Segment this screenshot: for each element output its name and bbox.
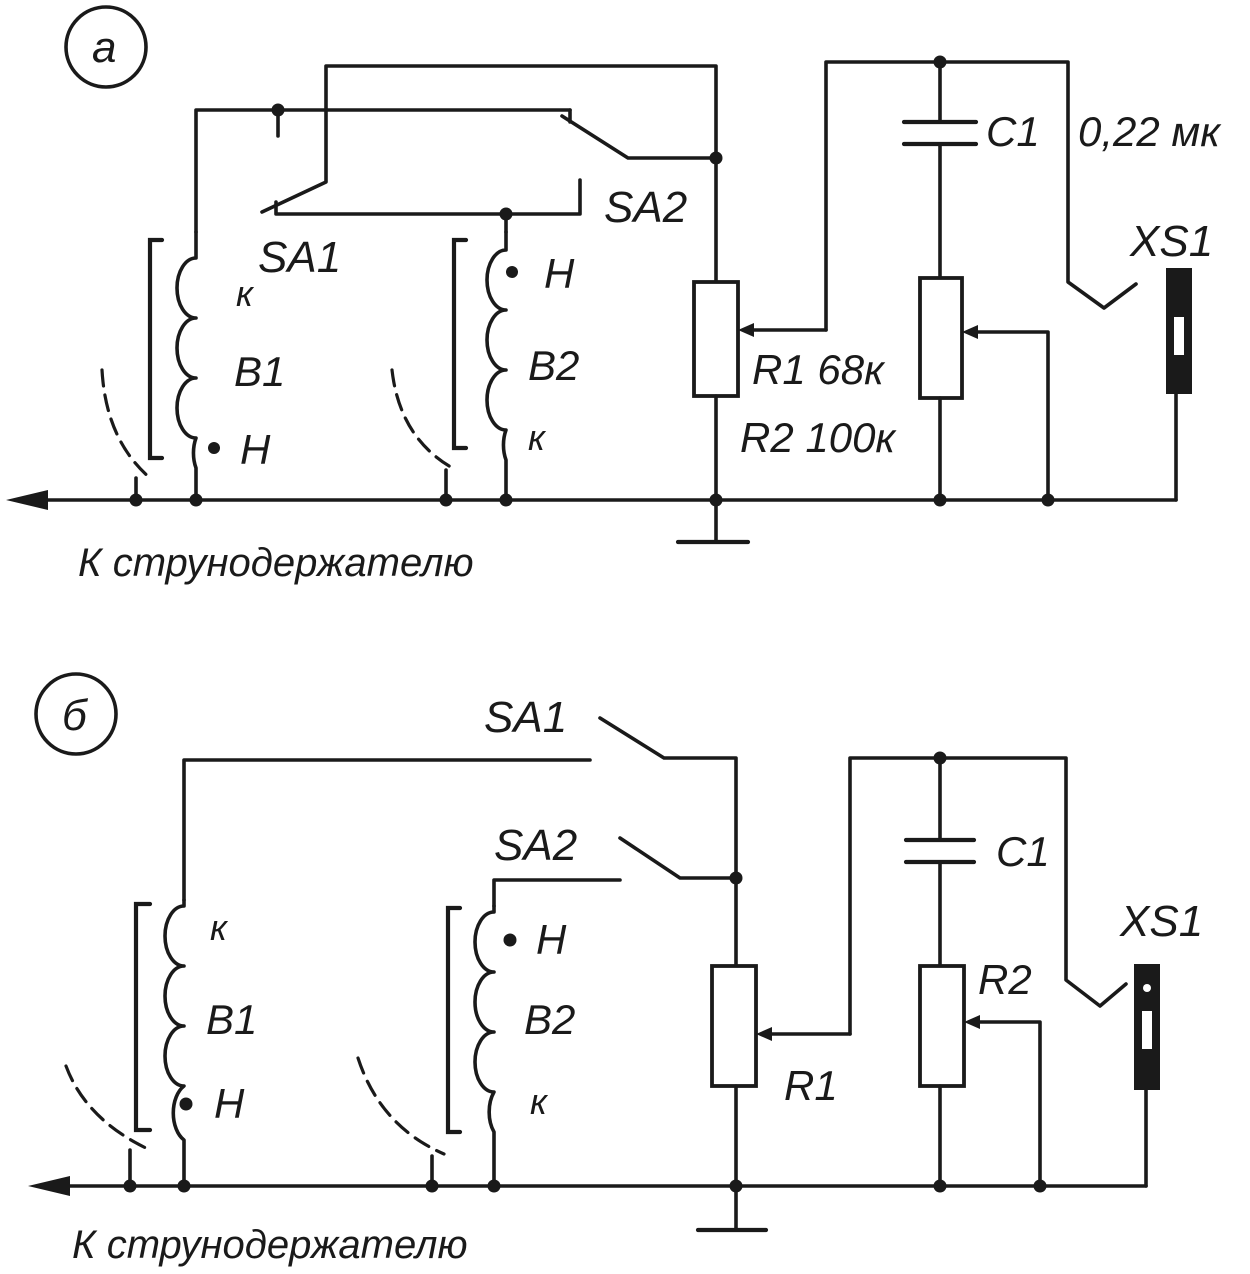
panel-a-b1: B1 [234,348,285,395]
panel-a-node-r2 [933,493,947,507]
panel-b-b2-bracket [445,905,463,1135]
panel-a-sa2: SA2 [604,183,687,232]
panel-b-r2-wiper-arrow [964,1015,980,1029]
panel-a-node-bus-2 [189,493,203,507]
panel-b-sa1-wire-left [182,758,592,902]
panel-b-xs1-slot [1140,1009,1154,1051]
panel-a-r1 [692,280,740,398]
panel-b-sa1: SA1 [484,693,567,742]
panel-b-caption: К струнодержателю [72,1223,468,1267]
panel-a-node-ground [709,493,723,507]
panel-a-b1-bottom: Н [240,426,271,473]
panel-a-marker-circle [64,5,148,89]
panel-a: а к B1 Н Н B2 к [6,5,1222,585]
panel-a-sa1-lever [260,64,718,284]
panel-a-r2 [918,276,964,400]
panel-b-b2-coil [473,904,496,1188]
panel-a-b2-dot [506,266,518,278]
panel-a-b1-top: к [236,273,255,314]
panel-a-r2-wiper-arrow [962,325,978,339]
panel-b-sa2-lever [618,836,738,880]
panel-a-r2-wiper [974,330,1050,502]
panel-a-node-r2-wiper [1041,493,1055,507]
panel-a-b2-screen-arc [390,368,458,472]
panel-b-node-r2-wiper [1033,1179,1047,1193]
panel-b-b1-coil [163,898,186,1188]
panel-a-c1: C1 [986,108,1040,155]
panel-b-b1-screen-arc [64,1064,152,1152]
panel-a-node-sa2 [709,151,723,165]
panel-a-b2-bracket [451,237,469,451]
panel-b-xs1: XS1 [1119,897,1203,946]
panel-b-node-bus-3 [425,1179,439,1193]
panel-a-node-bus-3 [439,493,453,507]
panel-a-b1-dot [208,442,220,454]
panel-b-arrow [28,1176,70,1196]
panel-a-b1-top-wire [194,108,572,234]
panel-b-r2-wiper [976,1020,1042,1188]
panel-a-sa1: SA1 [258,233,341,282]
panel-a-node-bus-4 [499,493,513,507]
panel-b-b2-bottom: к [530,1081,549,1122]
panel-a-sa2-lever [560,114,718,160]
panel-b-r2-label: R2 [978,956,1032,1003]
panel-b-b1: B1 [206,996,257,1043]
panel-a-r1-wiper-arrow [738,323,754,337]
panel-b-marker: б [62,691,89,740]
panel-a-marker: а [92,23,116,72]
panel-a-b2-coil [485,230,508,502]
panel-b-sa2-wire-left [492,878,622,908]
panel-a-b2-bottom: к [528,417,547,458]
panel-b: б SA1 SA2 к B1 Н Н B2 к [28,672,1203,1267]
panel-b-b2-dot [503,933,517,947]
panel-b-c1: C1 [996,828,1050,875]
panel-a-r1: R1 68к [752,346,886,393]
panel-b-b2-top: Н [536,916,567,963]
panel-b-r1 [710,964,758,1088]
panel-b-sa2: SA2 [494,821,577,870]
panel-b-b1-bottom: Н [214,1080,245,1127]
panel-a-b1-coil [175,230,198,502]
panel-b-b1-dot [179,1097,193,1111]
panel-b-r1-label: R1 [784,1062,838,1109]
panel-b-r1-wiper-wire [848,756,1128,1036]
panel-a-node-b2 [499,207,513,221]
panel-a-xs1-slot [1172,315,1186,357]
panel-b-node-bus-4 [487,1179,501,1193]
panel-b-r2 [918,964,966,1088]
panel-b-node-bus-1 [123,1179,137,1193]
panel-a-arrow [6,490,48,510]
panel-b-node-bus-2 [177,1179,191,1193]
panel-a-xs1: XS1 [1129,217,1213,266]
panel-b-marker-circle [34,672,118,756]
panel-b-b1-top: к [210,907,229,948]
panel-a-r2: R2 100к [740,414,897,461]
panel-b-node-r2 [933,1179,947,1193]
panel-a-b2: B2 [528,342,579,389]
panel-a-caption: К струнодержателю [78,541,474,585]
panel-b-b2: B2 [524,996,575,1043]
panel-a-node-sa1 [271,103,285,117]
panel-b-b2-screen-arc [356,1056,446,1156]
panel-b-sa1-lever [598,716,738,968]
panel-a-r1-wiper-wire [824,60,1138,332]
panel-a-b1-bracket [147,237,165,461]
panel-b-r1-wiper-arrow [756,1027,772,1041]
panel-a-b2-top: Н [544,250,575,297]
panel-a-sa1-contact-b [274,178,582,216]
panel-b-node-ground [729,1179,743,1193]
panel-b-b1-bracket [133,901,153,1133]
panel-b-node-sa2 [729,871,743,885]
panel-a-c1-value: 0,22 мк [1078,108,1222,155]
panel-a-node-bus-1 [129,493,143,507]
panel-a-b1-screen-arc [100,368,152,480]
panel-b-xs1-pin [1143,984,1151,992]
